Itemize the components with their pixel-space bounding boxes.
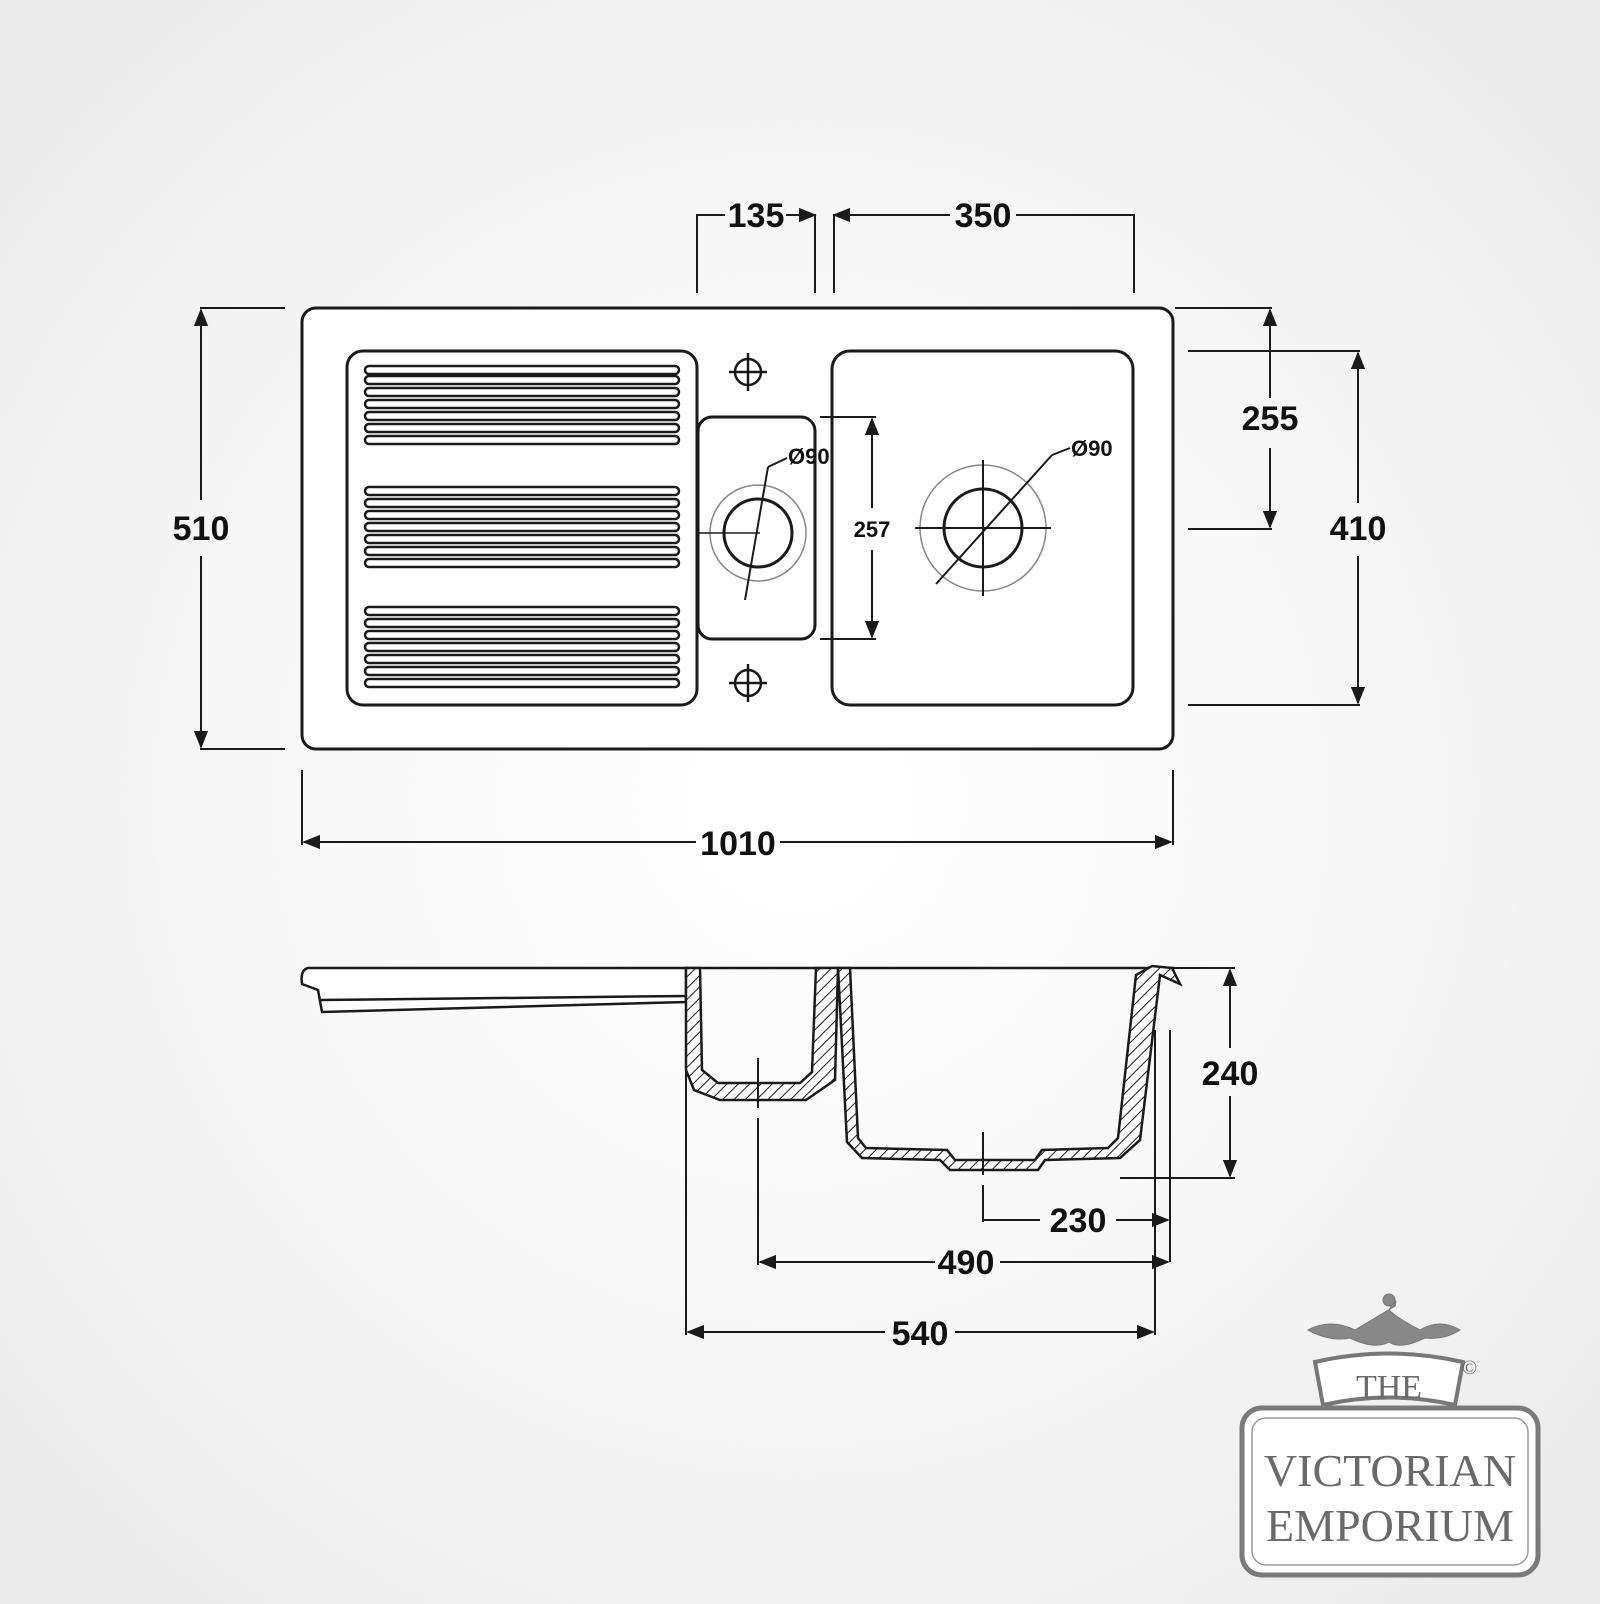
top-dimension-labels: 135 350 510 255 410 257 Ø90 Ø90 1010 <box>173 197 1387 863</box>
drainer-grooves <box>363 364 681 689</box>
side-view <box>300 964 1183 1172</box>
main-bowl-section <box>836 964 1183 1172</box>
drainer-profile <box>300 966 688 1014</box>
drainer-groove <box>363 545 681 557</box>
logo-victorian: VICTORIAN <box>1264 1445 1516 1496</box>
dim-label-1010: 1010 <box>700 825 776 863</box>
drainer-groove <box>363 364 681 376</box>
dim-label-135: 135 <box>728 197 785 235</box>
banner <box>1312 1351 1466 1408</box>
top-view <box>300 306 1175 751</box>
dim-label-255: 255 <box>1242 400 1299 438</box>
side-dimensions <box>685 967 1238 1340</box>
drainer-groove <box>363 398 681 410</box>
crown-icon <box>1306 1293 1461 1346</box>
main-bowl <box>830 349 1135 707</box>
drainer-groove <box>363 641 681 653</box>
logo-the: THE <box>1356 1369 1422 1406</box>
logo-frame <box>1239 1405 1541 1578</box>
tap-hole-bottom <box>729 664 767 702</box>
small-bowl-section <box>684 966 840 1102</box>
dim-label-350: 350 <box>955 197 1012 235</box>
drainer-groove <box>363 386 681 398</box>
dim-label-257: 257 <box>854 517 891 542</box>
dim-label-small-waste: Ø90 <box>788 444 830 469</box>
tap-hole-top <box>729 353 767 391</box>
dim-label-main-waste: Ø90 <box>1071 436 1113 461</box>
drainer-groove <box>363 617 681 629</box>
victorian-emporium-logo: THE © VICTORIAN EMPORIUM <box>1239 1293 1541 1578</box>
logo-emporium: EMPORIUM <box>1266 1500 1514 1551</box>
drainer-groove <box>363 677 681 689</box>
top-dimensions <box>193 207 1366 850</box>
drainer-groove <box>363 485 681 497</box>
drainer-groove <box>363 422 681 434</box>
drainer-groove <box>363 629 681 641</box>
dim-label-540: 540 <box>892 1315 949 1353</box>
drainer-groove <box>363 410 681 422</box>
side-dimension-labels: 240 230 490 540 <box>892 1055 1259 1353</box>
dim-label-230: 230 <box>1050 1202 1107 1240</box>
dim-label-410: 410 <box>1330 510 1387 548</box>
drainer-groove <box>363 605 681 617</box>
dim-label-490: 490 <box>938 1244 995 1282</box>
drainer-groove <box>363 434 681 446</box>
drainer-groove <box>363 665 681 677</box>
drainer-groove <box>363 374 681 386</box>
drainer-groove <box>363 497 681 509</box>
drainer-groove <box>363 533 681 545</box>
small-bowl-waste <box>698 457 807 601</box>
dim-label-510: 510 <box>173 510 230 548</box>
drainer-groove <box>363 509 681 521</box>
logo-copyright: © <box>1462 1357 1477 1379</box>
main-bowl-waste <box>915 447 1071 596</box>
drainer-groove <box>363 521 681 533</box>
small-bowl <box>696 415 817 641</box>
drainer-groove <box>363 557 681 569</box>
dim-label-240: 240 <box>1202 1055 1259 1093</box>
drainer-groove <box>363 653 681 665</box>
